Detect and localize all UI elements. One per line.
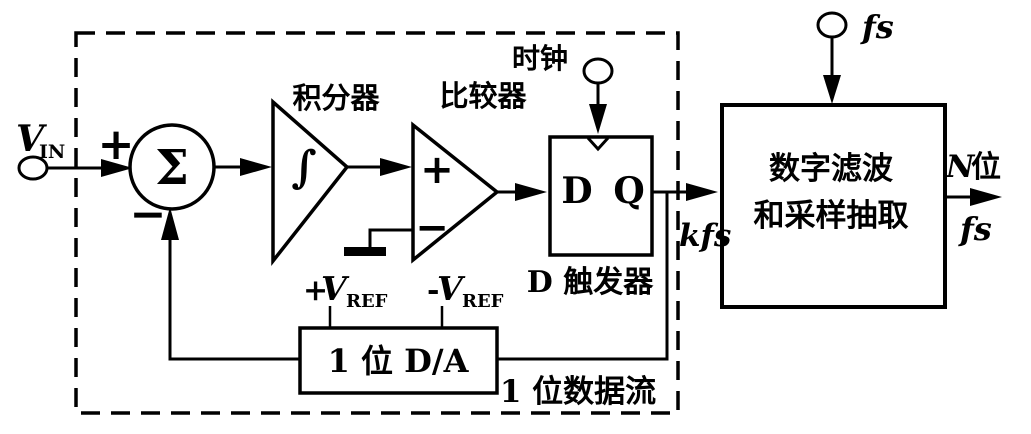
vref-neg-label: V <box>437 269 466 308</box>
wire-dac-to-summer <box>168 214 300 361</box>
comparator-block <box>411 121 500 264</box>
input-signal-subscript: IN <box>39 141 65 163</box>
arrowhead-sample-clock <box>823 75 841 104</box>
arrowhead-clock <box>589 104 607 134</box>
arrowhead-output <box>970 188 1002 206</box>
wire-q-feedback-to-dac <box>497 192 669 361</box>
vref-neg-subscript: REF <box>462 291 504 312</box>
filter-title-line2: 和采样抽取 <box>754 198 909 234</box>
input-signal-label: V <box>16 118 47 160</box>
filter-title-line1: 数字滤波 <box>769 151 893 187</box>
output-bits-n-label: N <box>945 149 976 185</box>
integrator-title: 积分器 <box>292 81 380 115</box>
dff-title: D 触发器 <box>527 265 654 300</box>
summing-sigma-symbol: Σ <box>155 140 189 196</box>
d-flipflop-block <box>548 135 654 257</box>
clock-terminal-icon <box>582 57 614 85</box>
output-bits-unit-label: 位 <box>971 150 1001 185</box>
vref-neg-sign: - <box>427 273 439 308</box>
dac-label: 1 位 D/A <box>328 342 470 380</box>
integrator-symbol: ∫ <box>291 142 316 193</box>
output-rate-label: fs <box>958 210 992 248</box>
comparator-title: 比较器 <box>439 79 527 113</box>
clock-label: 时钟 <box>512 42 568 75</box>
arrowhead-input <box>101 159 133 177</box>
dac-block <box>298 326 499 395</box>
modulator-dashed-boundary <box>74 31 680 415</box>
wire-comparator-ground <box>368 228 413 249</box>
arrowhead-comparator-to-dff <box>515 183 547 201</box>
summing-junction <box>128 123 216 211</box>
ground-icon <box>344 247 386 256</box>
sample-clock-label: fs <box>860 8 894 46</box>
vref-pos-sign: + <box>303 273 328 308</box>
bitstream-label: 1 位数据流 <box>500 374 656 410</box>
arrowhead-feedback-into-summer <box>161 207 179 240</box>
comparator-minus-sign: − <box>415 205 449 251</box>
bit-rate-label: kfs <box>679 218 731 254</box>
integrator-block <box>271 98 350 267</box>
dff-q-label: Q <box>613 170 644 212</box>
comparator-plus-sign: + <box>420 147 454 193</box>
sample-clock-terminal-icon <box>816 11 848 39</box>
dff-d-label: D <box>561 170 592 212</box>
vref-pos-label: V <box>321 269 350 308</box>
digital-filter-block <box>720 103 947 309</box>
arrowhead-integrator-to-comparator <box>380 158 412 176</box>
summing-plus-sign: + <box>98 119 135 170</box>
summing-minus-sign: − <box>130 189 167 240</box>
arrowhead-sum-to-integrator <box>240 158 272 176</box>
vref-pos-subscript: REF <box>346 291 388 312</box>
input-terminal-icon <box>17 155 49 181</box>
arrowhead-dff-to-filter <box>686 183 718 201</box>
dff-clock-notch-icon <box>586 136 610 152</box>
